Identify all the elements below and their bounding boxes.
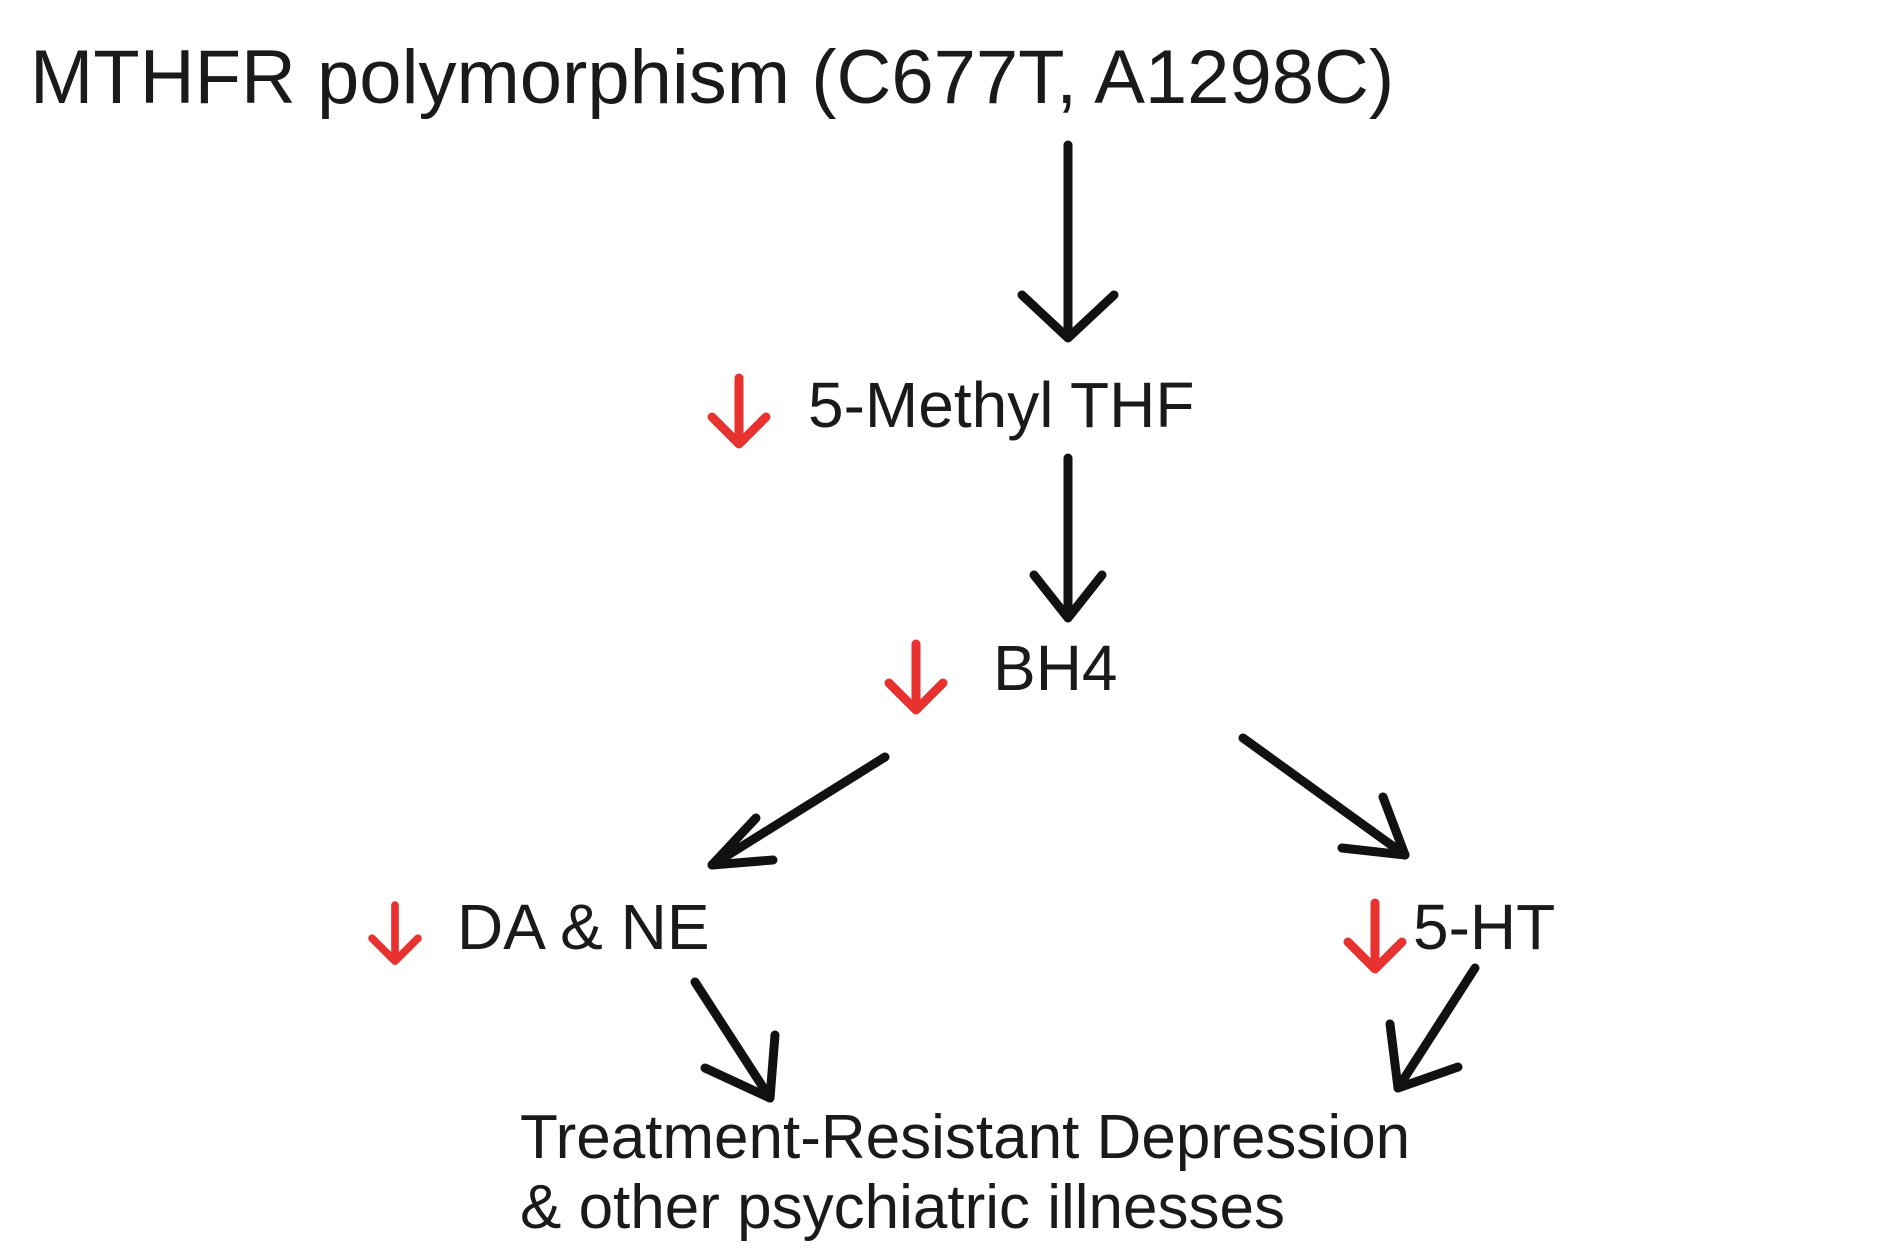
- node-mthfr-polymorphism: MTHFR polymorphism (C677T, A1298C): [30, 35, 1395, 120]
- arrow-5ht-to-outcome: [1385, 963, 1480, 1093]
- node-bh4: BH4: [993, 632, 1118, 704]
- outcome-line-1: Treatment-Resistant Depression: [520, 1103, 1411, 1172]
- down-arrow-icon: [884, 639, 948, 715]
- node-5-ht: 5-HT: [1413, 891, 1556, 963]
- arrow-da-ne-to-outcome: [690, 977, 780, 1103]
- down-arrow-icon: [707, 373, 771, 449]
- down-arrow-icon: [368, 901, 422, 966]
- arrow-methyl-thf-to-bh4: [1029, 453, 1107, 623]
- node-5-methyl-thf: 5-Methyl THF: [808, 369, 1195, 441]
- node-da-ne: DA & NE: [457, 891, 710, 963]
- arrow-mthfr-to-methyl-thf: [1017, 140, 1119, 343]
- arrow-bh4-to-da-ne: [707, 752, 890, 870]
- down-arrow-icon: [1343, 898, 1407, 974]
- node-outcome: Treatment-Resistant Depression & other p…: [520, 1103, 1410, 1243]
- arrow-bh4-to-5ht: [1238, 733, 1410, 860]
- outcome-line-2: & other psychiatric illnesses: [520, 1173, 1285, 1243]
